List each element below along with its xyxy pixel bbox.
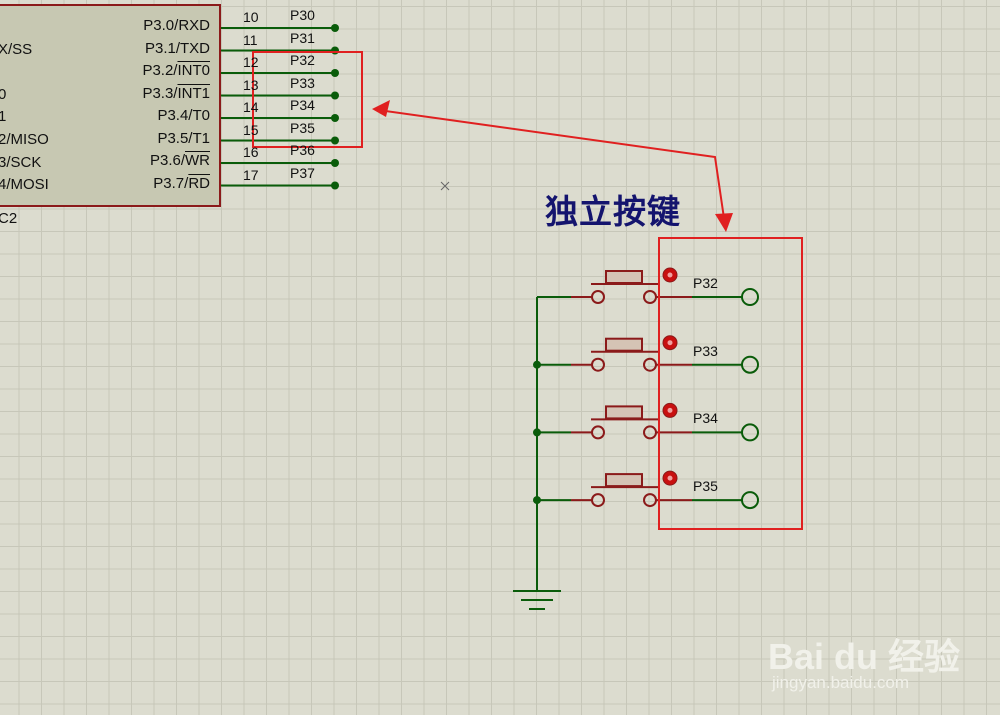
mcu-chip-body: [0, 4, 221, 207]
ground-symbol: [513, 297, 561, 610]
pin-alt: T1: [192, 129, 210, 147]
pin-label-p33: P3.3/INT1: [142, 85, 210, 102]
pin-junction-p33: [331, 91, 339, 100]
arrow-head-left: [372, 100, 390, 117]
highlight-box-p32-p35: [252, 51, 363, 148]
net-label: P33: [290, 74, 315, 91]
pin-number: 14: [243, 99, 259, 115]
pin-junction-p31: [331, 46, 339, 55]
pin-name: P3.7/: [153, 174, 189, 192]
net-label: P32: [290, 52, 315, 68]
pin-number: 13: [243, 76, 259, 93]
chip-left-pin-label: 0: [0, 86, 7, 103]
chip-left-pin-label: 2/MISO: [0, 131, 49, 148]
net-label: P31: [290, 29, 315, 46]
push-button-p35: [533, 470, 759, 510]
button-net-label: P32: [693, 275, 718, 291]
pin-junction-p37: [331, 181, 339, 190]
pin-junction-p36: [331, 159, 339, 167]
chip-left-pin-label: 3/SCK: [0, 154, 42, 171]
net-label: P37: [290, 164, 315, 181]
chip-left-pin-label: 4/MOSI: [0, 176, 49, 193]
push-button-p34: [533, 402, 759, 442]
pin-name: P3.3/: [142, 84, 178, 102]
pin-alt-overline: INT0: [177, 62, 210, 79]
button-circuits: [533, 267, 759, 510]
link-arrow: [377, 109, 726, 226]
annotation-title: 独立按键: [545, 192, 681, 231]
cursor-marker: [440, 181, 450, 191]
pin-number: 12: [243, 54, 259, 70]
chip-left-pin-label: X/SS: [0, 41, 33, 58]
button-net-label: P35: [693, 478, 718, 495]
pin-alt: T0: [192, 107, 210, 124]
pin-name: P3.1/: [144, 39, 180, 57]
pin-name: P3.5/: [157, 129, 193, 147]
button-net-label: P33: [693, 342, 718, 359]
pin-alt-overline: INT1: [177, 84, 210, 102]
chip-pin-wires: [221, 24, 339, 190]
pin-alt: RXD: [178, 17, 210, 34]
pin-number: 10: [243, 9, 259, 25]
pin-label-p31: P3.1/TXD: [145, 40, 210, 57]
pin-number: 16: [243, 144, 259, 160]
pin-number: 17: [243, 166, 259, 183]
watermark-url: jingyan.baidu.com: [772, 673, 910, 692]
pin-name: P3.6/: [149, 152, 185, 169]
pin-label-p32: P3.2/INT0: [142, 62, 210, 79]
push-button-p33: [533, 335, 759, 374]
pin-number: 11: [243, 31, 258, 48]
pin-alt-overline: RD: [188, 174, 210, 192]
pin-label-p30: P3.0/RXD: [143, 17, 210, 34]
arrow-head-down: [715, 213, 733, 232]
push-button-p32: [537, 267, 759, 306]
chip-left-pin-label: 1: [0, 108, 7, 125]
pin-alt: TXD: [180, 39, 210, 57]
highlight-box-buttons: [658, 237, 803, 530]
pin-name: P3.2/: [142, 62, 178, 79]
pin-label-p35: P3.5/T1: [157, 130, 210, 147]
pin-junction-p34: [331, 114, 339, 122]
net-label: P36: [290, 142, 315, 158]
chip-name: C2: [0, 210, 18, 227]
pin-label-p37: P3.7/RD: [153, 175, 210, 192]
button-net-label: P34: [693, 410, 718, 427]
pin-label-p34: P3.4/T0: [157, 107, 210, 124]
pin-number: 15: [243, 121, 259, 138]
net-label: P30: [290, 7, 315, 23]
pin-junction-p30: [331, 24, 339, 32]
pin-alt-overline: WR: [185, 152, 210, 169]
pin-label-p36: P3.6/WR: [150, 152, 210, 169]
pin-name: P3.0/: [143, 17, 179, 34]
pin-junction-p32: [331, 69, 339, 77]
net-label: P34: [290, 97, 315, 113]
net-label: P35: [290, 119, 315, 136]
pin-name: P3.4/: [157, 107, 193, 124]
watermark-logo: Bai du 经验: [768, 636, 961, 677]
pin-junction-p35: [331, 136, 339, 145]
